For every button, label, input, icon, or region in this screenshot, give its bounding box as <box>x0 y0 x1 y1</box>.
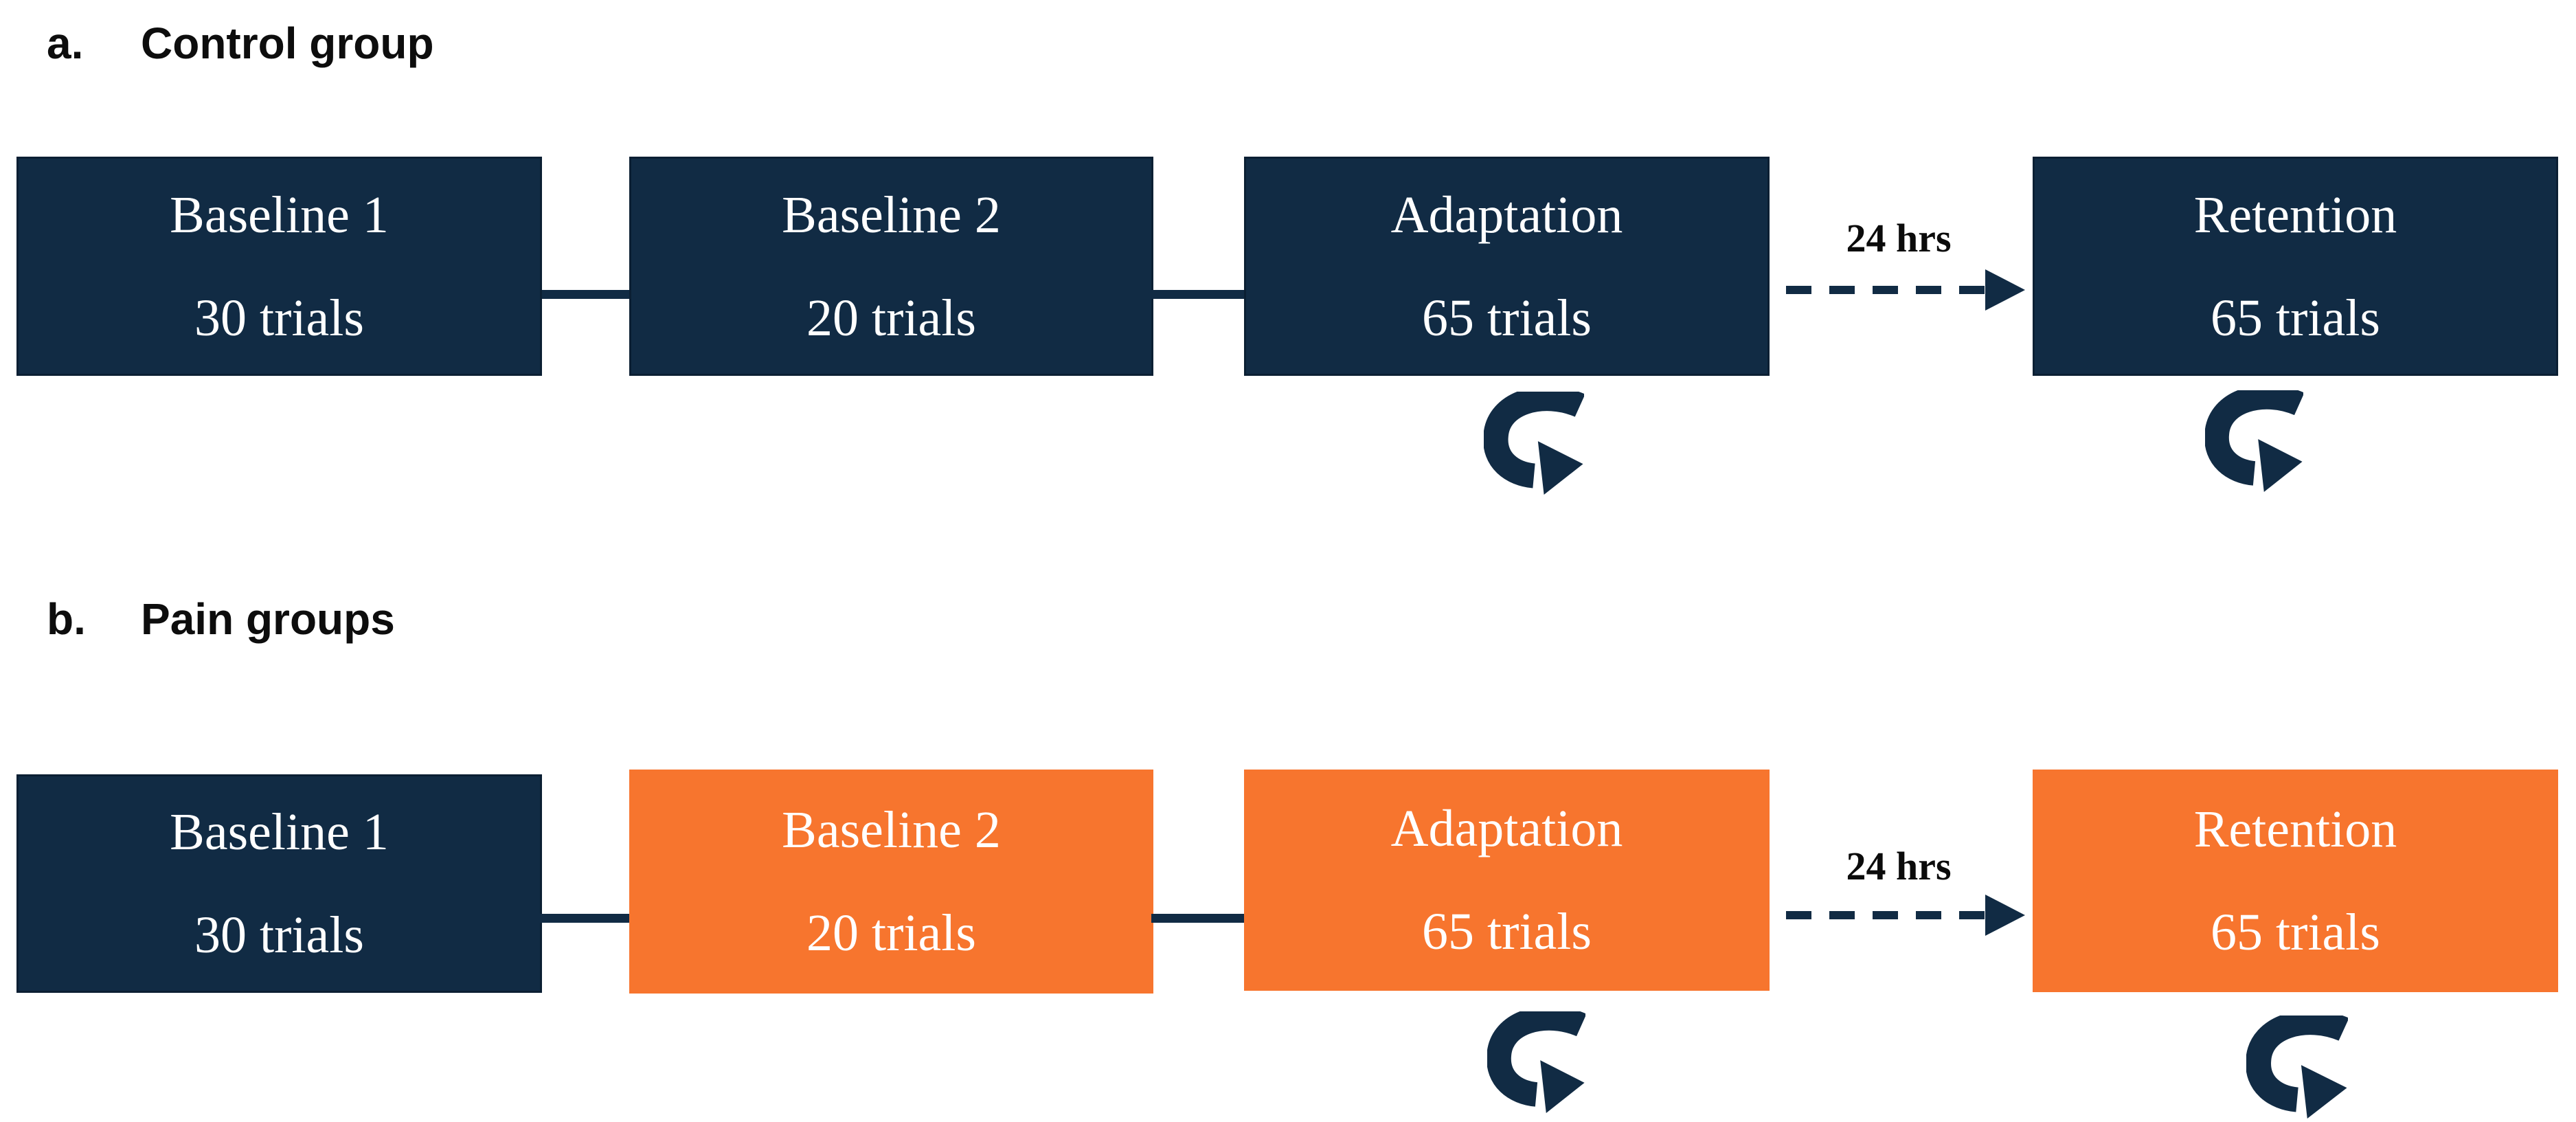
connector-line <box>1151 914 1244 923</box>
phase-box-baseline1-b: Baseline 1 30 trials <box>16 774 542 993</box>
connector-line <box>538 914 629 923</box>
connector-line <box>1151 290 1244 299</box>
phase-box-adaptation-b: Adaptation 65 trials <box>1244 770 1770 991</box>
section-b-label: b. <box>47 594 86 644</box>
phase-box-retention-b: Retention 65 trials <box>2033 770 2558 992</box>
phase-name: Baseline 2 <box>782 801 1001 859</box>
phase-trials: 20 trials <box>806 289 976 347</box>
phase-trials: 65 trials <box>2211 904 2380 961</box>
phase-trials: 65 trials <box>1422 289 1592 347</box>
phase-trials: 65 trials <box>2211 289 2380 347</box>
repeat-loop-arrow-icon <box>1487 1011 1585 1113</box>
section-a-label: a. <box>47 19 84 68</box>
phase-name: Retention <box>2193 800 2397 858</box>
phase-trials: 30 trials <box>194 289 364 347</box>
delay-label-b: 24 hrs <box>1846 844 1952 888</box>
arrowhead-icon <box>1985 895 2025 936</box>
phase-box-baseline1-a: Baseline 1 30 trials <box>16 157 542 376</box>
arrowhead-icon <box>1985 269 2025 311</box>
delay-dashed-line <box>1786 286 1987 294</box>
phase-name: Baseline 2 <box>782 186 1001 244</box>
section-b-title: Pain groups <box>141 594 395 644</box>
repeat-loop-arrow-icon <box>1484 392 1584 495</box>
phase-box-baseline2-b: Baseline 2 20 trials <box>629 770 1153 994</box>
phase-trials: 30 trials <box>194 906 364 964</box>
phase-trials: 20 trials <box>806 904 976 962</box>
phase-box-baseline2-a: Baseline 2 20 trials <box>629 157 1153 376</box>
repeat-loop-arrow-icon <box>2246 1016 2348 1119</box>
delay-dashed-line <box>1786 911 1987 919</box>
section-a-heading: a. Control group <box>47 16 434 70</box>
phase-name: Baseline 1 <box>170 186 389 244</box>
phase-name: Baseline 1 <box>170 803 389 861</box>
phase-trials: 65 trials <box>1422 903 1592 961</box>
delay-label-a: 24 hrs <box>1846 216 1952 260</box>
section-a-title: Control group <box>141 19 434 68</box>
phase-box-retention-a: Retention 65 trials <box>2033 157 2558 376</box>
phase-name: Retention <box>2193 186 2397 244</box>
phase-name: Adaptation <box>1390 186 1623 244</box>
repeat-loop-arrow-icon <box>2205 390 2303 492</box>
phase-box-adaptation-a: Adaptation 65 trials <box>1244 157 1770 376</box>
phase-name: Adaptation <box>1390 800 1623 857</box>
section-b-heading: b. Pain groups <box>47 592 395 646</box>
connector-line <box>542 290 629 299</box>
